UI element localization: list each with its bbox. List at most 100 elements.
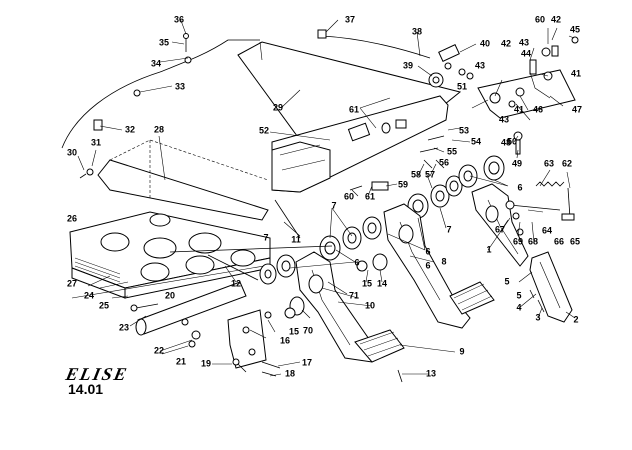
callout-51: 51 xyxy=(457,81,467,91)
callout-11: 11 xyxy=(291,234,301,244)
callout-22: 22 xyxy=(154,345,164,355)
callout-24: 24 xyxy=(84,290,94,300)
callout-7b: 7 xyxy=(446,224,451,234)
callout-43b: 43 xyxy=(475,60,485,70)
callout-27: 27 xyxy=(67,278,77,288)
callout-16: 16 xyxy=(280,335,290,345)
callout-67: 67 xyxy=(495,224,505,234)
callout-49: 49 xyxy=(512,158,522,168)
callout-62: 62 xyxy=(562,158,572,168)
callout-4: 4 xyxy=(516,302,521,312)
callout-28: 28 xyxy=(154,124,164,134)
callout-19: 19 xyxy=(201,358,211,368)
callout-18: 18 xyxy=(285,368,295,378)
callout-48: 48 xyxy=(501,137,511,147)
callout-60a: 60 xyxy=(535,14,545,24)
callout-13: 13 xyxy=(426,368,436,378)
callout-34: 34 xyxy=(151,58,161,68)
callout-31: 31 xyxy=(91,137,101,147)
leader-lines xyxy=(77,17,576,377)
throttle-pedal xyxy=(471,183,573,323)
callout-61b: 61 xyxy=(365,191,375,201)
callout-56: 56 xyxy=(439,157,449,167)
callout-6a: 6 xyxy=(517,182,522,192)
callout-10: 10 xyxy=(365,300,375,310)
callout-41a: 41 xyxy=(571,68,581,78)
callout-58: 58 xyxy=(411,169,421,179)
callout-42a: 42 xyxy=(551,14,561,24)
callout-35: 35 xyxy=(159,37,169,47)
callout-3: 3 xyxy=(535,312,540,322)
callout-7c: 7 xyxy=(263,232,268,242)
callout-37: 37 xyxy=(345,14,355,24)
callout-52: 52 xyxy=(259,125,269,135)
callout-17: 17 xyxy=(302,357,312,367)
callout-14: 14 xyxy=(377,278,387,288)
clevis-cluster xyxy=(428,44,474,88)
brake-pedal xyxy=(383,203,495,329)
bushings xyxy=(259,155,505,316)
callout-70: 70 xyxy=(303,325,313,335)
callout-1: 1 xyxy=(486,244,491,254)
callout-5a: 5 xyxy=(504,276,509,286)
callout-59: 59 xyxy=(398,179,408,189)
callout-32: 32 xyxy=(125,124,135,134)
callout-6c: 6 xyxy=(354,257,359,267)
callout-labels: 1 2 3 4 5 5 6 6 6 6 7 7 7 8 9 10 11 12 1… xyxy=(67,14,582,378)
callout-46: 46 xyxy=(533,104,543,114)
callout-55: 55 xyxy=(447,146,457,156)
callout-54: 54 xyxy=(471,136,481,146)
callout-29: 29 xyxy=(273,102,283,112)
callout-40: 40 xyxy=(480,38,490,48)
callout-57: 57 xyxy=(425,169,435,179)
callout-6d: 6 xyxy=(425,260,430,270)
lower-box xyxy=(69,211,271,299)
callout-36: 36 xyxy=(174,14,184,24)
mounting-bracket xyxy=(227,309,272,369)
callout-6b: 6 xyxy=(425,246,430,256)
callout-41b: 41 xyxy=(514,104,524,114)
callout-12: 12 xyxy=(231,278,241,288)
side-panel xyxy=(97,139,269,221)
callout-7a: 7 xyxy=(331,200,336,210)
callout-65: 65 xyxy=(570,236,580,246)
return-spring xyxy=(505,181,575,221)
callout-21: 21 xyxy=(176,356,186,366)
callout-43c: 43 xyxy=(499,114,509,124)
callout-53: 53 xyxy=(459,125,469,135)
callout-38: 38 xyxy=(412,26,422,36)
callout-64: 64 xyxy=(542,225,552,235)
callout-71: 71 xyxy=(349,290,359,300)
callout-39: 39 xyxy=(403,60,413,70)
callout-61a: 61 xyxy=(349,104,359,114)
callout-9: 9 xyxy=(459,346,464,356)
callout-50: 50 xyxy=(507,136,517,146)
fasteners xyxy=(79,33,545,383)
page-reference: 14.01 xyxy=(68,381,104,397)
callout-20: 20 xyxy=(165,290,175,300)
callout-8: 8 xyxy=(441,256,446,266)
callout-15b: 15 xyxy=(289,326,299,336)
clutch-pedal xyxy=(295,251,405,363)
callout-26: 26 xyxy=(67,213,77,223)
callout-44: 44 xyxy=(521,48,531,58)
callout-68: 68 xyxy=(528,236,538,246)
callout-33: 33 xyxy=(175,81,185,91)
callout-23: 23 xyxy=(119,322,129,332)
callout-5b: 5 xyxy=(516,290,521,300)
callout-63: 63 xyxy=(544,158,554,168)
callout-15a: 15 xyxy=(362,278,372,288)
callout-43a: 43 xyxy=(519,37,529,47)
callout-2: 2 xyxy=(573,314,578,324)
callout-60b: 60 xyxy=(344,191,354,201)
callout-66: 66 xyxy=(554,236,564,246)
callout-25: 25 xyxy=(99,300,109,310)
pedal-shaft xyxy=(169,199,333,281)
callout-42b: 42 xyxy=(501,38,511,48)
callout-47: 47 xyxy=(572,104,582,114)
callout-45: 45 xyxy=(570,24,580,34)
callout-30: 30 xyxy=(67,147,77,157)
callout-69: 69 xyxy=(513,236,523,246)
